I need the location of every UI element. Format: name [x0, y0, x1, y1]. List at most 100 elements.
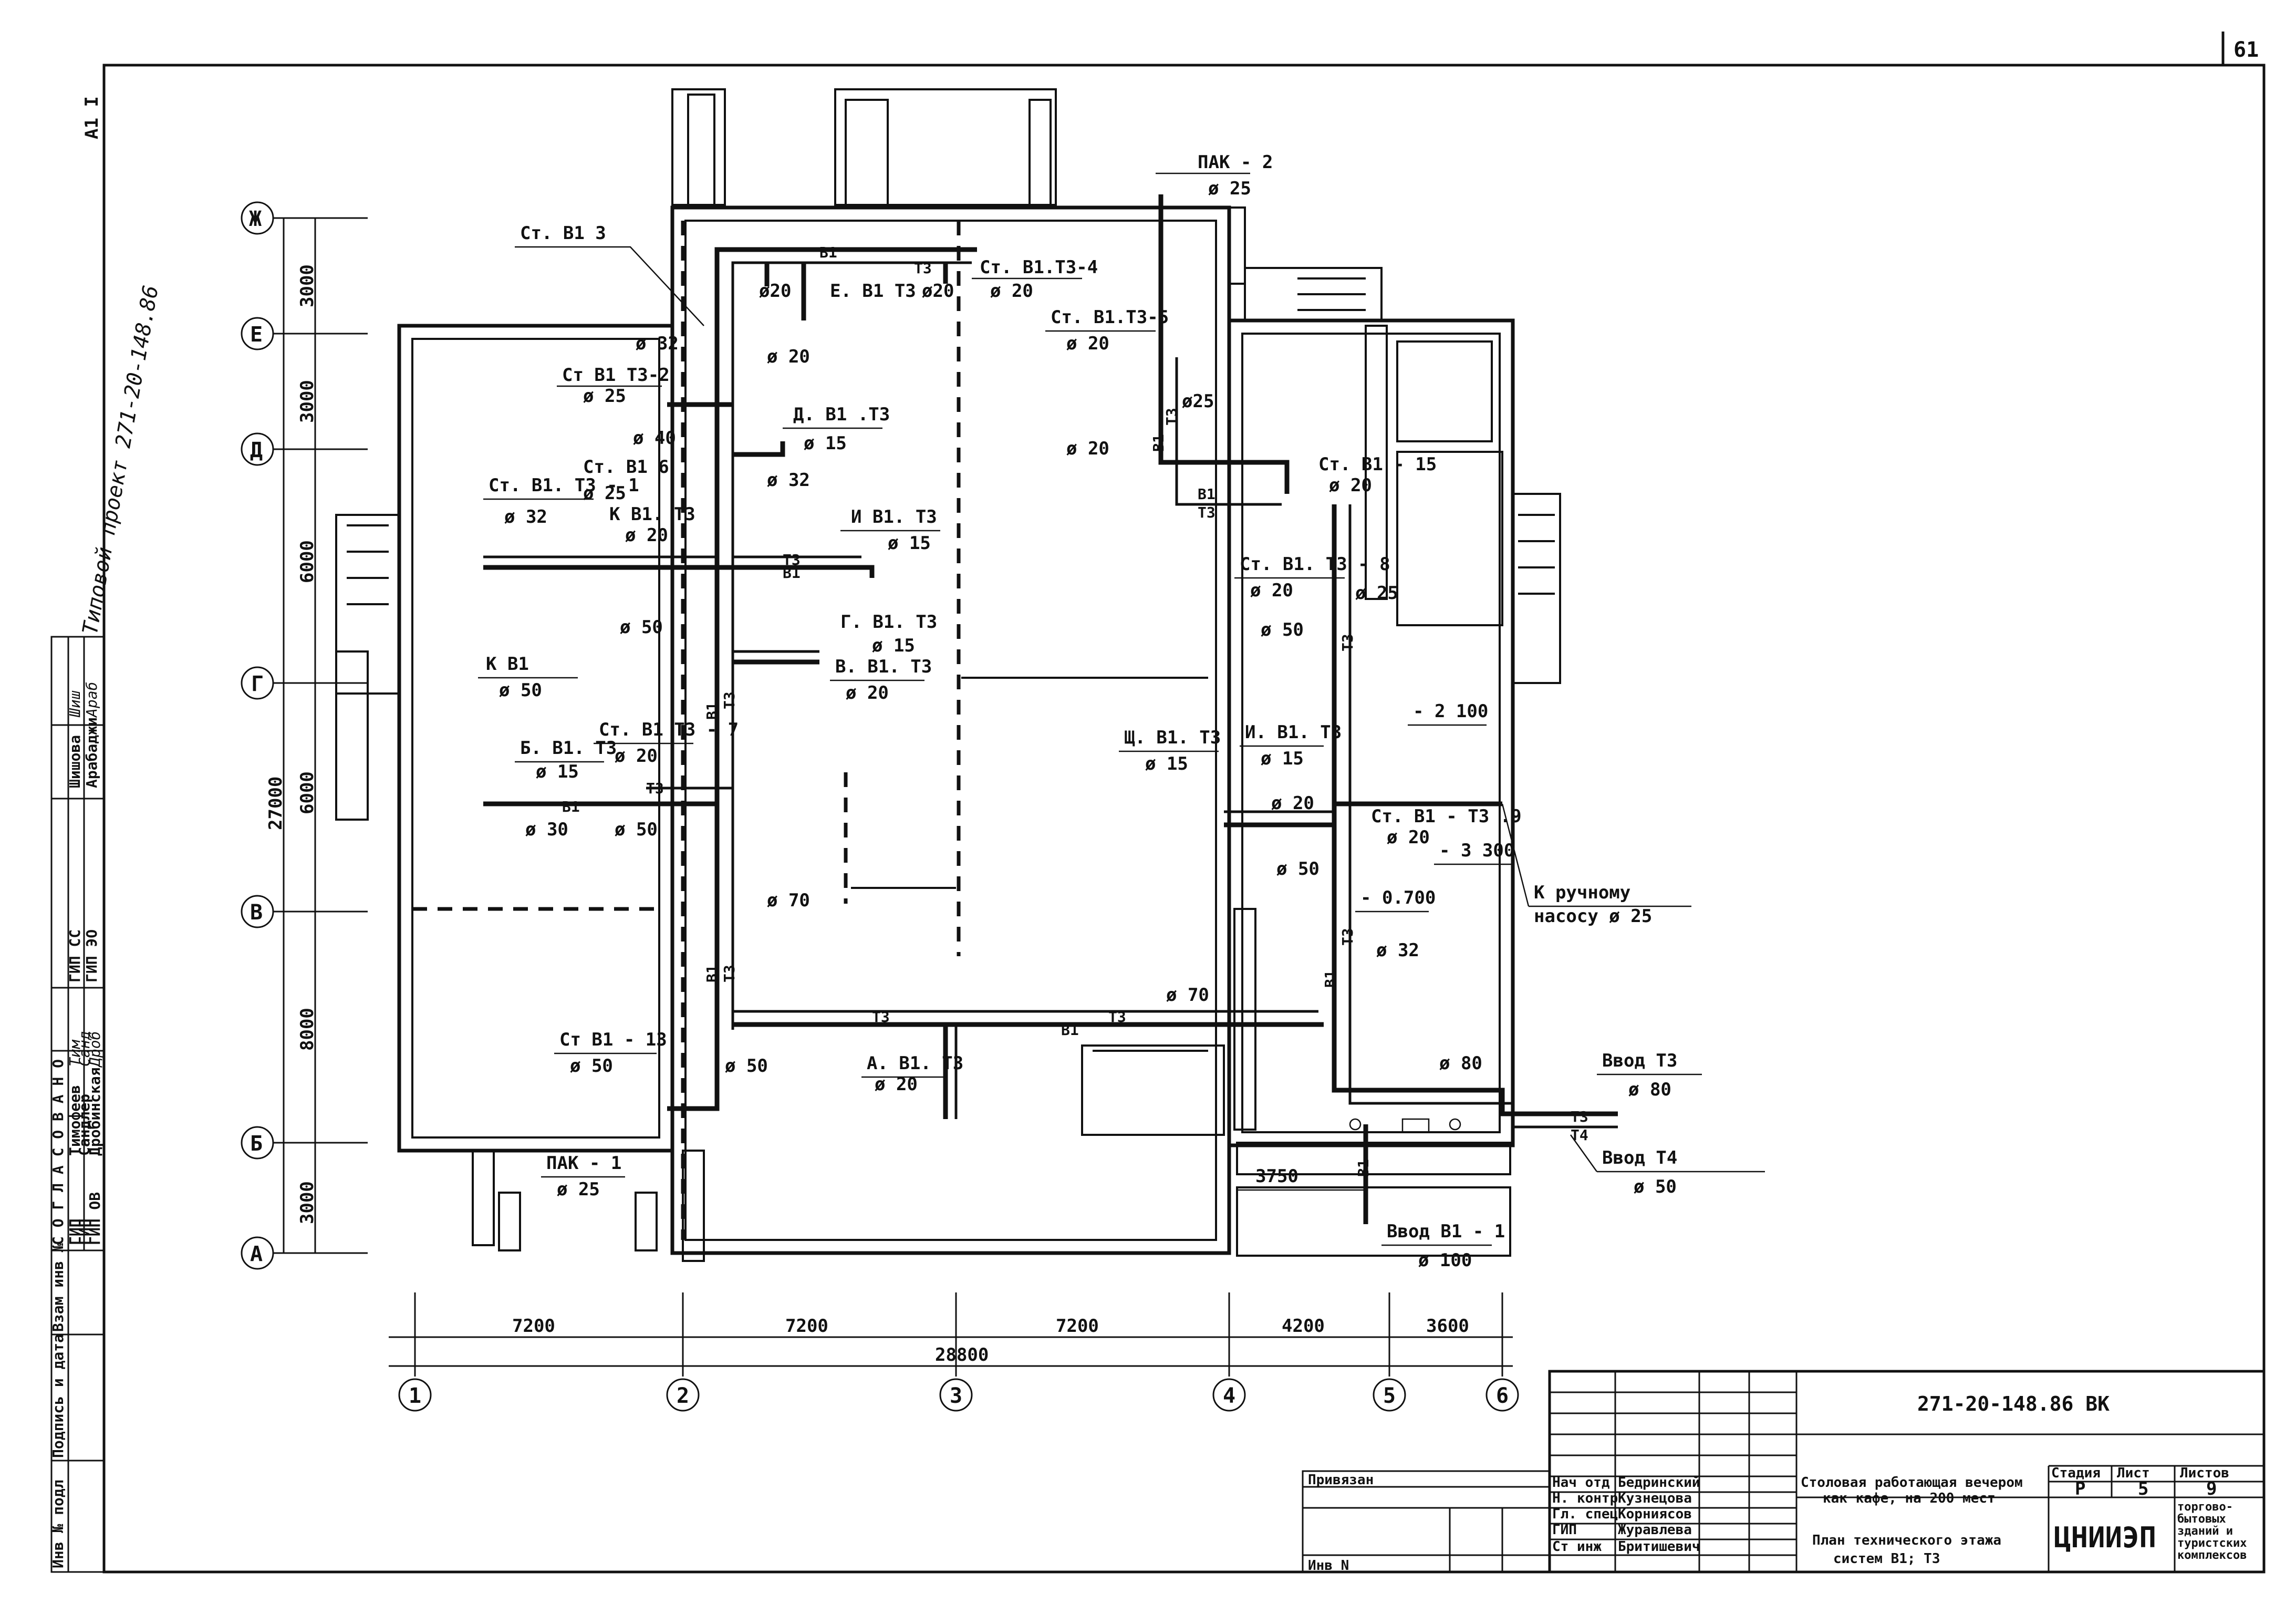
label: ø20	[759, 281, 791, 302]
label: ø 32	[636, 333, 679, 354]
label: ø 25	[557, 1179, 600, 1200]
label: Ст В1 Т3-2	[562, 365, 670, 386]
label: ø 20	[625, 525, 668, 546]
staff-name: Журавлева	[1618, 1522, 1692, 1538]
object-name: Столовая работающая вечером	[1801, 1475, 2023, 1491]
label: ø 50	[1261, 619, 1304, 640]
label: ø 15	[1261, 748, 1304, 769]
svg-text:Т3: Т3	[721, 965, 738, 982]
staff-name: Бритишевич	[1618, 1539, 1700, 1555]
title-block: 271-20-148.86 ВК Нач отд Бедринский Н. к…	[1302, 1370, 2266, 1574]
label: Ст. В1 - 15	[1318, 454, 1437, 475]
label: ø25	[1182, 391, 1214, 412]
label: ø 20	[1387, 827, 1430, 848]
label: ø 15	[804, 433, 847, 454]
approval-name: Дробинская	[86, 1067, 103, 1156]
axis-bubble-row: Г	[241, 666, 368, 700]
col-dim: 7200	[785, 1316, 828, 1337]
label: К В1	[486, 654, 529, 675]
svg-text:В1: В1	[783, 564, 801, 582]
label: К В1. Т3	[609, 504, 695, 525]
svg-text:Ж: Ж	[249, 207, 262, 231]
label: И В1. Т3	[851, 506, 937, 527]
svg-text:1: 1	[409, 1384, 421, 1408]
label: Ст. В1.Т3-5	[1051, 307, 1169, 328]
staff-role: Ст инж	[1552, 1539, 1602, 1555]
label: ø 20	[1329, 475, 1372, 496]
svg-text:В1: В1	[819, 244, 837, 261]
approval-role: ГИП ЭО	[83, 929, 100, 982]
svg-text:Г: Г	[251, 672, 264, 696]
svg-text:Т3: Т3	[1163, 408, 1180, 426]
svg-text:Т3: Т3	[1339, 634, 1356, 651]
svg-text:Т3: Т3	[872, 1008, 890, 1026]
label: Ст. В1. Т3 - 1	[489, 475, 639, 496]
approval-sign: Дроб	[86, 1031, 103, 1068]
label: Ввод Т3	[1602, 1050, 1677, 1071]
staff-role: ГИП	[1552, 1522, 1577, 1538]
svg-text:В1: В1	[1150, 434, 1167, 452]
col-dim: 7200	[1056, 1316, 1099, 1337]
label: ø 80	[1628, 1079, 1671, 1100]
approval-name: Тимофеев	[66, 1085, 84, 1156]
svg-text:Д: Д	[250, 438, 263, 462]
approval-role: ГИП	[76, 1218, 93, 1245]
label: ø 25	[1208, 178, 1251, 199]
staff-role: Н. контр	[1552, 1491, 1618, 1506]
label: - 2 100	[1413, 701, 1488, 722]
svg-text:В1: В1	[1355, 1159, 1372, 1177]
label: Щ. В1. Т3	[1124, 727, 1221, 748]
label: Ст. В1 - Т3 .9	[1371, 806, 1522, 827]
label: Ст В1 - 13	[559, 1029, 667, 1050]
label: Ст. В1. Т3 - 8	[1240, 554, 1390, 575]
axis-bubble-row: Е	[241, 317, 368, 350]
axis-bubble-col: 5	[1373, 1378, 1406, 1412]
stage-value: Р	[2075, 1478, 2085, 1499]
svg-text:3: 3	[950, 1384, 962, 1408]
label: Е. В1 Т3	[830, 281, 916, 302]
staff-name: Бедринский	[1618, 1475, 1700, 1491]
piping	[483, 194, 1618, 1224]
label: ø 50	[570, 1056, 613, 1077]
svg-text:Т3: Т3	[1108, 1008, 1126, 1026]
org-sub: бытовых	[2177, 1513, 2226, 1526]
label: ø 20	[1250, 580, 1293, 601]
label: ø 32	[504, 506, 547, 527]
svg-text:В1: В1	[703, 965, 721, 982]
label: ø 20	[767, 346, 810, 367]
label: ø 100	[1418, 1250, 1472, 1271]
svg-text:Т3: Т3	[1339, 928, 1356, 946]
col-dim: 4200	[1282, 1316, 1325, 1337]
col-total: 28800	[935, 1344, 989, 1365]
axis-bubble-col: 6	[1485, 1378, 1519, 1412]
label: Б. В1. Т3	[520, 738, 617, 759]
org-sub: торгово-	[2177, 1501, 2233, 1514]
svg-text:А: А	[250, 1242, 263, 1266]
axis-bubble-col: 3	[939, 1378, 973, 1412]
label: Ст. В1 3	[520, 223, 606, 244]
axis-bubble-col: 1	[398, 1378, 432, 1412]
svg-text:4: 4	[1223, 1384, 1235, 1408]
label: ø 25	[583, 386, 626, 407]
col-dim: 3600	[1426, 1316, 1469, 1337]
svg-text:Т3: Т3	[1571, 1108, 1588, 1125]
approval-sign: Араб	[83, 682, 100, 718]
label: ø20	[922, 281, 954, 302]
label: ø 50	[620, 617, 663, 638]
stamp-podpis: Подпись и дата	[49, 1334, 67, 1458]
approval-sign: Тим	[66, 1039, 84, 1067]
axis-bubble-row: В	[241, 895, 368, 928]
pipe-markers: В1 Т3 В1 Т3 В1 Т3 Т3 В1 Т3 В1 Т3 Т3 Т4 В…	[562, 244, 1588, 1177]
axis-bubble-col: 4	[1212, 1378, 1246, 1412]
label: - 0.700	[1360, 887, 1436, 908]
label: ø 32	[767, 470, 810, 491]
svg-text:В: В	[250, 901, 263, 925]
label: ПАК - 2	[1198, 152, 1273, 173]
svg-text:Б: Б	[250, 1132, 263, 1156]
label: ø 50	[615, 819, 658, 840]
approval-name: Сандлер	[76, 1094, 93, 1156]
svg-text:Т3: Т3	[914, 260, 932, 277]
label: ø 15	[1145, 753, 1188, 774]
label: ø 15	[872, 635, 915, 656]
